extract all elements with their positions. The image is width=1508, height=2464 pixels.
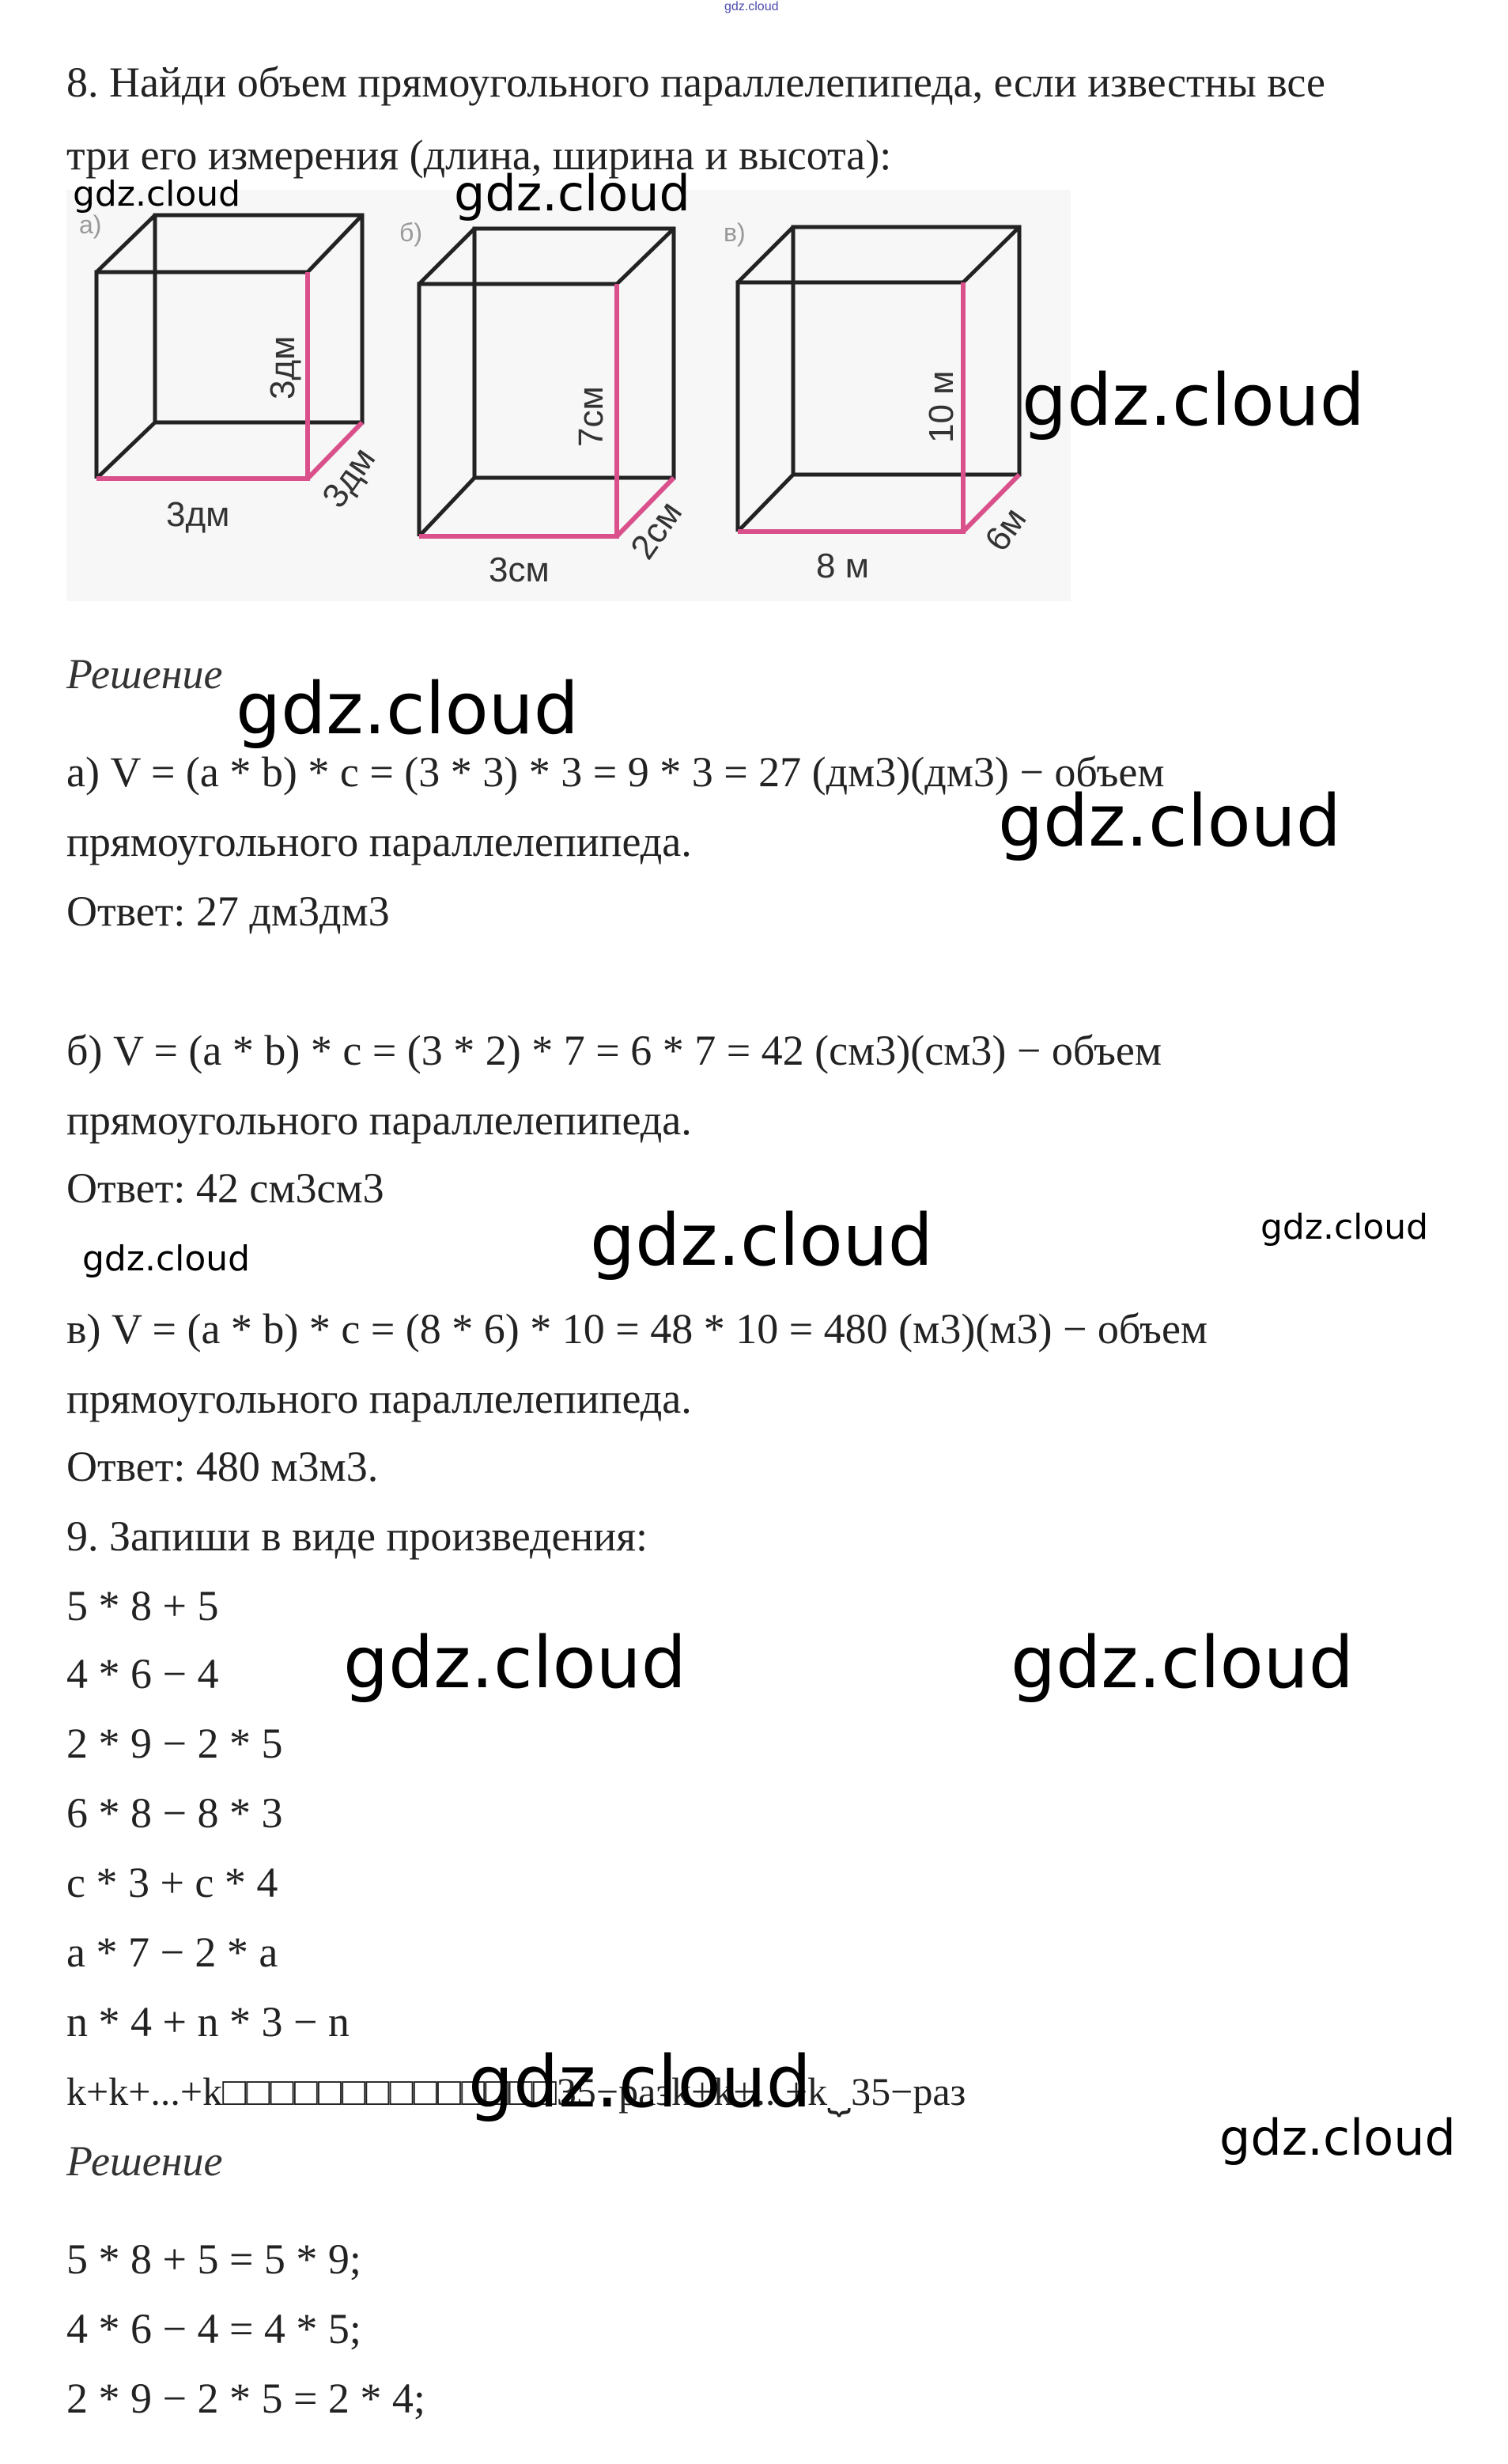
task9-item: c * 3 + c * 4 [66, 1859, 278, 1906]
solution-a-line2: прямоугольного параллелепипеда. [66, 818, 692, 865]
dim-a-length: 3дм [166, 495, 229, 534]
task9-item: 2 * 9 − 2 * 5 [66, 1720, 283, 1767]
parallelepipeds-figure: а) б) в) 3дм 3дм 3дм 7см 3см 2см 10 м 8 … [66, 190, 1071, 601]
watermark: gdz.cloud [1022, 359, 1365, 442]
solution-label-8: Решение [66, 650, 223, 698]
answer-a: Ответ: 27 дм3дм3 [66, 888, 390, 935]
dim-c-length: 8 м [816, 547, 869, 585]
task9-item: n * 4 + n * 3 − n [66, 1998, 350, 2046]
solution-c-line2: прямоугольного параллелепипеда. [66, 1375, 692, 1422]
watermark: gdz.cloud [1219, 2109, 1456, 2167]
highlighted-edges [96, 272, 1022, 539]
answer-c: Ответ: 480 м3м3. [66, 1443, 379, 1490]
dim-b-length: 3см [489, 551, 550, 589]
task9-answer: 4 * 6 − 4 = 4 * 5; [66, 2305, 361, 2352]
solution-label-9: Решение [66, 2137, 223, 2185]
task9-item: 4 * 6 − 4 [66, 1650, 219, 1698]
watermark: gdz.cloud [82, 1239, 251, 1279]
watermark: gdz.cloud [1260, 1207, 1429, 1247]
solution-a-line1: а) V = (a * b) * c = (3 * 3) * 3 = 9 * 3… [66, 748, 1165, 796]
watermark: gdz.cloud [73, 174, 241, 214]
task8-text-line2: три его измерения (длина, ширина и высот… [66, 131, 892, 179]
watermark: gdz.cloud [1011, 1622, 1354, 1705]
watermark: gdz.cloud [590, 1199, 933, 1282]
watermark: gdz.cloud [998, 780, 1341, 863]
task9-answer: 2 * 9 − 2 * 5 = 2 * 4; [66, 2375, 425, 2422]
task9-answer: 5 * 8 + 5 = 5 * 9; [66, 2235, 361, 2283]
task9-title: 9. Запиши в виде произведения: [66, 1512, 648, 1560]
task9-item: a * 7 − 2 * a [66, 1928, 278, 1976]
dim-b-height: 7см [572, 386, 610, 447]
watermark: gdz.cloud [454, 165, 690, 222]
label-b: б) [399, 218, 422, 247]
box-a [94, 213, 365, 480]
dim-a-height: 3дм [263, 336, 302, 399]
watermark: gdz.cloud [468, 2041, 811, 2124]
header-watermark: gdz.cloud [724, 0, 779, 13]
task8-text-line1: 8. Найди объем прямоугольного параллелеп… [66, 59, 1325, 106]
solution-b-line2: прямоугольного параллелепипеда. [66, 1096, 692, 1144]
task9-item: k+k+...+k□□□□□□□□□□□□□□35−разk+k+...+k⏟3… [66, 2069, 966, 2114]
answer-b: Ответ: 42 см3см3 [66, 1164, 384, 1212]
box-b [417, 226, 676, 538]
solution-c-line1: в) V = (a * b) * c = (8 * 6) * 10 = 48 *… [66, 1305, 1208, 1353]
task9-item: 5 * 8 + 5 [66, 1582, 219, 1629]
watermark: gdz.cloud [236, 668, 579, 751]
watermark: gdz.cloud [343, 1622, 686, 1705]
label-c: в) [724, 218, 746, 247]
task9-item: 6 * 8 − 8 * 3 [66, 1789, 283, 1837]
label-a: а) [79, 210, 101, 239]
solution-b-line1: б) V = (a * b) * c = (3 * 2) * 7 = 6 * 7… [66, 1027, 1162, 1074]
dim-c-height: 10 м [922, 371, 961, 443]
box-c [735, 225, 1022, 533]
